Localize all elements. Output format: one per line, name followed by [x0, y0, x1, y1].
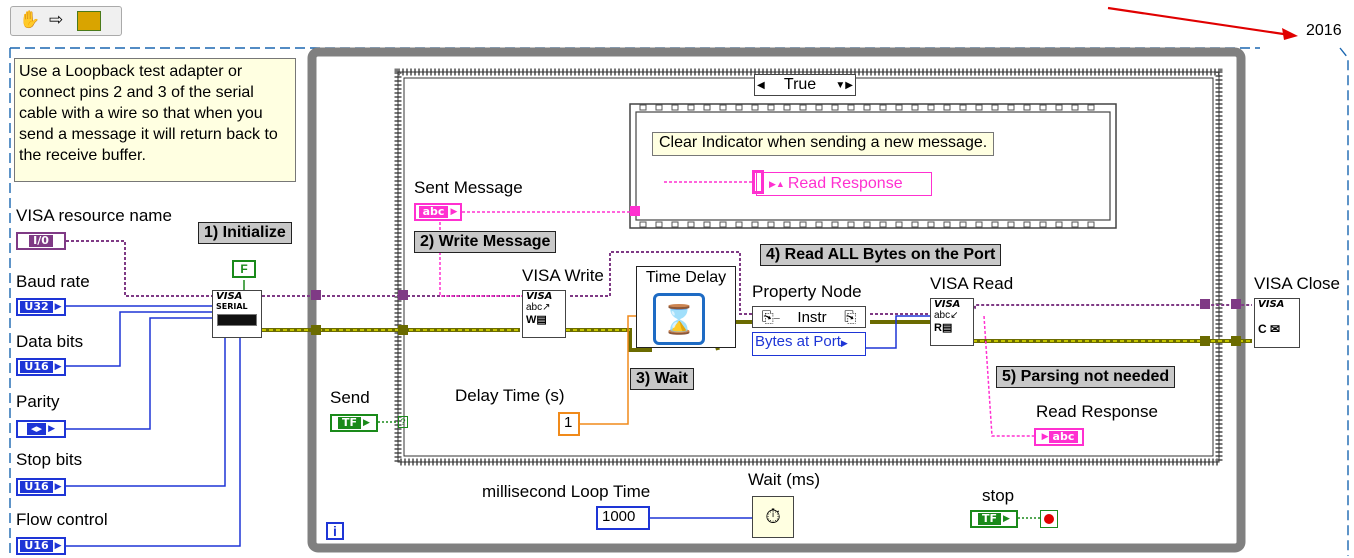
- visa-close-label: VISA Close: [1254, 274, 1340, 293]
- false-constant[interactable]: F: [232, 260, 256, 278]
- bytes-at-port-text: Bytes at Port: [755, 333, 841, 350]
- stop-bits-label: Stop bits: [16, 450, 83, 469]
- visa-close-glyph: VISA: [1258, 299, 1285, 310]
- baud-rate-control[interactable]: U32▶: [16, 298, 66, 316]
- step-write-message: 2) Write Message: [414, 231, 557, 253]
- loop-iteration-terminal: i: [326, 522, 344, 540]
- loop-time-value: 1000: [602, 508, 636, 525]
- visa-serial-node[interactable]: VISA SERIAL: [212, 290, 262, 338]
- comment-note: Use a Loopback test adapter or connect p…: [14, 58, 296, 182]
- visa-write-node[interactable]: VISA abc↗ W▤: [522, 290, 566, 338]
- visa-read-label: VISA Read: [930, 274, 1014, 293]
- delay-time-value: 1: [564, 414, 573, 431]
- serial-config-wires: [66, 305, 241, 547]
- tunnels: [311, 206, 1241, 346]
- case-selector-value: True: [783, 76, 817, 93]
- watch-icon: ⏱: [765, 505, 781, 528]
- flow-control-label: Flow control: [16, 510, 108, 529]
- data-bits-type: U16: [20, 361, 53, 373]
- baud-rate-type: U32: [20, 301, 53, 313]
- sequence-frame: [629, 103, 1117, 229]
- version-year: 2016: [1306, 22, 1342, 39]
- visa-serial-subglyph: SERIAL: [216, 302, 248, 311]
- parity-control[interactable]: ◂▸▶: [16, 420, 66, 438]
- annotation-arrow: [1107, 6, 1291, 37]
- visa-write-label: VISA Write: [522, 266, 604, 285]
- arrow-right-icon[interactable]: ⇨: [49, 10, 64, 29]
- loop-index-text: i: [333, 523, 337, 539]
- run-icon[interactable]: [77, 11, 101, 31]
- delay-wire: [580, 315, 640, 425]
- delay-time-label: Delay Time (s): [455, 386, 565, 405]
- read-response-wire: [983, 315, 1034, 437]
- local-var-arrow-icon: ▶▲: [769, 178, 785, 189]
- loop-condition-icon: [1040, 510, 1058, 528]
- visa-resource-label: VISA resource name: [16, 206, 172, 225]
- send-type: TF: [338, 417, 362, 429]
- case-selector[interactable]: ◀ True ▼▶: [754, 74, 856, 96]
- parity-label: Parity: [16, 392, 60, 411]
- visa-resource-control[interactable]: I/0: [16, 232, 66, 250]
- step-read-all: 4) Read ALL Bytes on the Port: [760, 244, 1002, 266]
- visa-resource-type: I/0: [29, 235, 53, 247]
- property-node-header[interactable]: ⎘⎯ Instr ⎘: [752, 306, 866, 328]
- stop-bits-type: U16: [20, 481, 53, 493]
- parity-type: ◂▸: [27, 423, 47, 435]
- wait-ms-label: Wait (ms): [748, 470, 821, 489]
- send-control[interactable]: TF▶: [330, 414, 378, 432]
- visa-read-node[interactable]: VISA abc↙ R▤: [930, 298, 974, 346]
- visa-write-glyph: VISA: [526, 291, 553, 302]
- case-selector-terminal: ?: [398, 416, 408, 428]
- wait-ms-node[interactable]: ⏱: [752, 496, 794, 538]
- send-label: Send: [330, 388, 370, 407]
- case-comment: Clear Indicator when sending a new messa…: [652, 132, 995, 156]
- empty-string-constant[interactable]: [752, 170, 764, 194]
- hand-icon[interactable]: ✋: [19, 10, 41, 29]
- case-dropdown-icon[interactable]: ▼▶: [835, 79, 853, 91]
- data-bits-label: Data bits: [16, 332, 84, 351]
- time-delay-label: Time Delay: [645, 269, 727, 286]
- step-initialize: 1) Initialize: [198, 222, 292, 244]
- false-constant-value: F: [240, 262, 248, 276]
- sent-message-control[interactable]: abc▶: [414, 203, 462, 221]
- read-response-local-variable[interactable]: ▶▲ Read Response: [756, 172, 932, 196]
- bytes-at-port-property[interactable]: Bytes at Port▶: [752, 332, 866, 356]
- stop-type: TF: [978, 513, 1002, 525]
- visa-serial-glyph: VISA: [216, 291, 243, 302]
- step-wait: 3) Wait: [630, 368, 694, 390]
- flow-control-control[interactable]: U16▶: [16, 537, 66, 555]
- hourglass-icon: ⌛: [653, 293, 705, 345]
- visa-read-glyph: VISA: [934, 299, 961, 310]
- delay-time-constant[interactable]: 1: [558, 412, 580, 436]
- baud-rate-label: Baud rate: [16, 272, 90, 291]
- read-response-label: Read Response: [1036, 402, 1158, 421]
- property-node-instr: Instr: [797, 308, 827, 326]
- loop-time-constant[interactable]: 1000: [596, 506, 650, 530]
- loop-time-label: millisecond Loop Time: [482, 482, 651, 501]
- case-prev-icon[interactable]: ◀: [757, 79, 765, 91]
- local-var-label: Read Response: [787, 175, 903, 192]
- sent-message-type: abc: [418, 206, 449, 218]
- time-delay-node[interactable]: Time Delay ⌛: [636, 266, 736, 348]
- read-response-type: abc: [1048, 431, 1079, 443]
- plug-icon: ⎘⎯: [761, 308, 780, 326]
- comment-text: Use a Loopback test adapter or connect p…: [19, 63, 278, 164]
- sent-message-label: Sent Message: [414, 178, 523, 197]
- visa-close-node[interactable]: VISA C ✉: [1254, 298, 1300, 348]
- stop-label: stop: [982, 486, 1015, 505]
- data-bits-control[interactable]: U16▶: [16, 358, 66, 376]
- stop-bits-control[interactable]: U16▶: [16, 478, 66, 496]
- stop-control[interactable]: TF▶: [970, 510, 1018, 528]
- step-parsing: 5) Parsing not needed: [996, 366, 1176, 388]
- toolbar: ✋ ⇨: [10, 6, 122, 36]
- property-node-label: Property Node: [752, 282, 862, 301]
- read-response-indicator[interactable]: ▶abc: [1034, 428, 1084, 446]
- plug-out-icon: ⎘: [844, 308, 857, 326]
- flow-control-type: U16: [20, 540, 53, 552]
- case-comment-text: Clear Indicator when sending a new messa…: [659, 134, 988, 151]
